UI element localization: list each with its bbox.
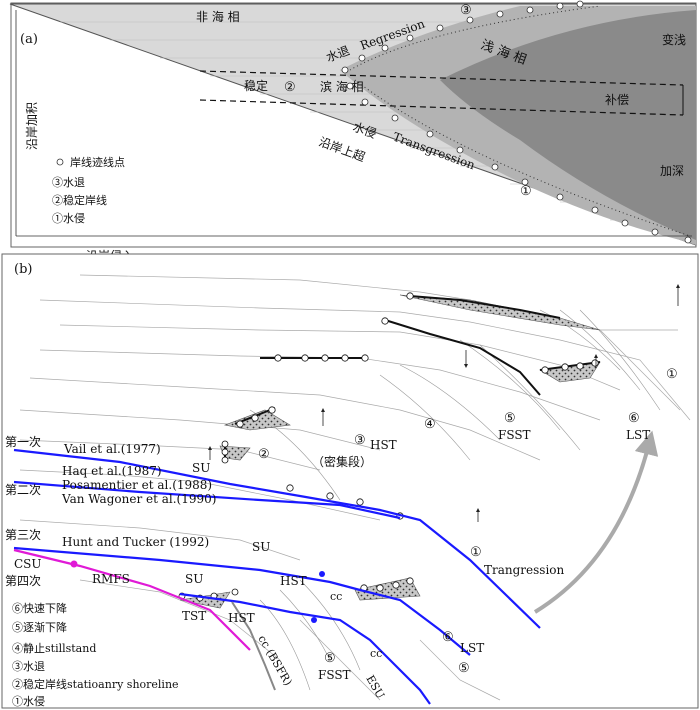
su-label-3: SU [185,572,203,586]
sea-level-arrows [208,284,680,522]
n6-label-b: ⑥ [442,630,454,645]
legend-b-5: ⑤逐渐下降 [12,620,67,634]
hst-label-2: HST [228,611,255,625]
fsst-label-2: FSST [318,668,351,682]
vanwagoner-label: Van Wagoner et al.(1990) [61,492,216,506]
n5-label-a: ⑤ [504,411,516,426]
n5-label-c: ⑤ [324,651,336,666]
panel-b-label: (b) [14,262,32,277]
legend-b-2: ②稳定岸线statioanry shoreline [12,677,179,691]
legend-b-4: ④静止stillstand [12,641,96,655]
vail-label: Vail et al.(1977) [63,442,161,456]
rmfs-label: RMFS [92,572,130,586]
su-label-2: SU [252,540,270,554]
rmfs-marker [70,560,78,568]
lst-label-2: LST [460,641,484,655]
blue-marker [319,571,325,577]
panel-a: (a) 非 海 相 ③ 水退 Regression 浅 海 相 变浅 稳定 ② … [9,0,697,263]
fourth-label: 第四次 [5,574,41,588]
deepening-label: 加深 [660,164,684,178]
bsfr-line [231,601,276,691]
shoreline-trajectory-a [341,0,692,244]
legend-b-6: ⑥快速下降 [12,601,67,615]
shoreface-label: 滨 海 相 [320,79,364,94]
rmfs-line [13,548,251,651]
deep-zone [440,10,696,240]
hst-label-1: HST [370,438,397,452]
shoaling-label: 变浅 [662,32,686,47]
circle3-label: ③ [460,3,472,18]
legend-a: 岸线迹线点 ③水退 ②稳定岸线 ①水侵 [52,155,125,225]
panel-a-label: (a) [20,32,38,47]
hunt-label: Hunt and Tucker (1992) [62,535,209,549]
circle2-label: ② [284,80,296,95]
haq-label: Haq et al.(1987) [62,464,162,478]
fsst-label-1: FSST [498,428,531,442]
shoreline-point-icon [56,158,64,166]
posamentier-label: Posamentier et al.(1988) [62,478,212,492]
cc-label-2: cc [370,647,382,660]
legend-b-3: ③水退 [12,660,45,673]
n1-label-b: ① [470,545,482,560]
circle1-label: ① [520,184,532,199]
csu-label: CSU [14,557,42,571]
n1-label-a: ① [666,367,678,382]
legend-b: ⑥快速下降 ⑤逐渐下降 ④静止stillstand ③水退 ②稳定岸线stati… [12,601,179,708]
blue-marker-2 [311,617,317,623]
big-arrow [533,430,659,614]
legend-a-1: ①水侵 [52,212,85,225]
aggradation-label: 沿岸加积 [25,102,39,150]
n6-label-a: ⑥ [628,411,640,426]
nonmarine-label: 非 海 相 [196,9,240,24]
hst-label-3: HST [280,574,307,588]
first-label: 第一次 [5,435,41,449]
legend-b-1: ①水侵 [12,695,45,708]
cc-label-1: cc [330,590,342,603]
su-label-1: SU [192,461,210,475]
legend-a-2: ②稳定岸线 [52,193,107,207]
panel-b: (b) [1,253,699,709]
legend-a-shoreline: 岸线迹线点 [70,155,125,169]
third-label: 第三次 [5,528,41,542]
tst-label: TST [182,609,206,623]
n5-label-b: ⑤ [458,661,470,676]
legend-a-3: ③水退 [52,176,85,189]
n4-label: ④ [424,417,436,432]
stable-label: 稳定 [244,78,268,93]
sequence-boundaries [13,448,541,705]
strata-lines [19,274,691,701]
n2-label: ② [258,447,270,462]
n3-label: ③ [354,433,366,448]
condensed-label: （密集段） [312,454,372,469]
compensation-label: 补偿 [605,92,629,107]
second-label: 第二次 [5,483,41,497]
trangression-label: Trangression [484,563,565,577]
lst-label-1: LST [626,428,650,442]
